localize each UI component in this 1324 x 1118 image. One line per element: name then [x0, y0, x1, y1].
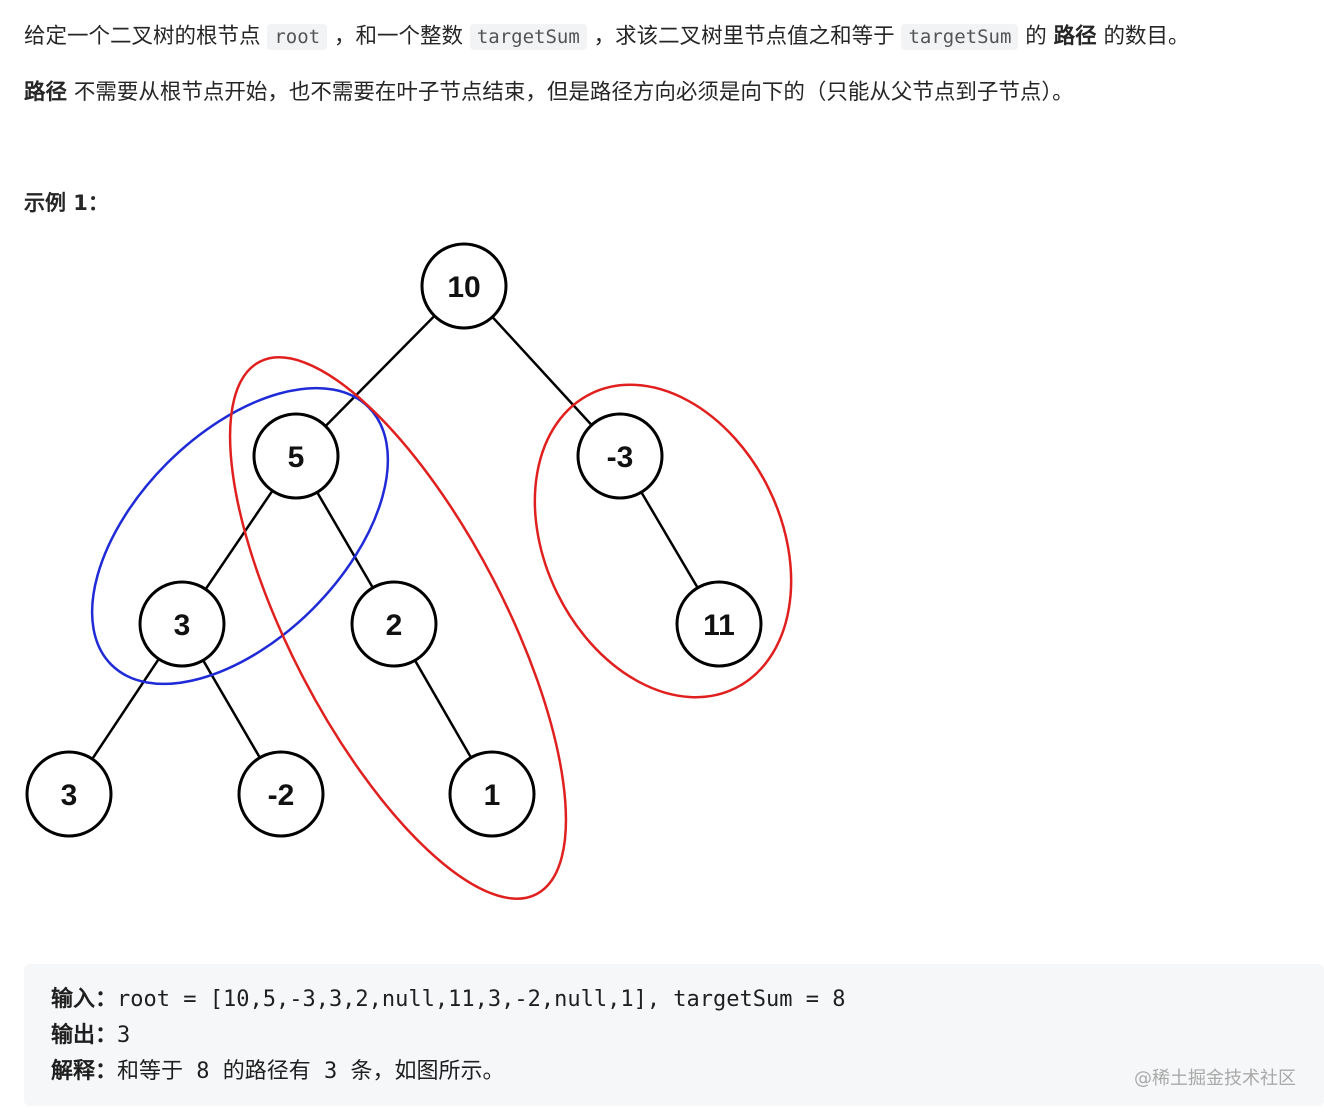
- example-explanation-line: 解释：和等于 8 的路径有 3 条，如图所示。: [51, 1059, 505, 1084]
- site-watermark: @稀土掘金技术社区: [1134, 1068, 1296, 1089]
- highlight-path-5-2-1-red: [228, 356, 568, 900]
- example-io-block: 输入：root = [10,5,-3,3,2,null,11,3,-2,null…: [24, 964, 1324, 1106]
- example-title: 示例 1：: [24, 191, 109, 215]
- svg-text:-3: -3: [607, 441, 634, 474]
- example-input-line: 输入：root = [10,5,-3,3,2,null,11,3,-2,null…: [51, 987, 846, 1012]
- highlight-path-5-3-blue: [90, 386, 390, 686]
- bold-term-path: 路径: [1053, 24, 1097, 49]
- inline-code-root: root: [267, 24, 328, 50]
- svg-text:5: 5: [288, 441, 305, 474]
- inline-code-targetsum-2: targetSum: [901, 24, 1019, 50]
- svg-text:2: 2: [386, 609, 403, 642]
- highlight-path-neg3-11-red: [533, 383, 793, 699]
- tree-node-3-left: 3: [138, 580, 226, 668]
- tree-node-neg2: -2: [237, 750, 325, 838]
- svg-text:11: 11: [703, 609, 735, 642]
- svg-text:1: 1: [484, 779, 501, 812]
- tree-node-10: 10: [420, 242, 508, 330]
- svg-text:-2: -2: [268, 779, 295, 812]
- tree-node-3-leaf: 3: [25, 750, 113, 838]
- tree-nodes: 10 5 -3 3 2 11 3 -2: [25, 242, 763, 838]
- problem-description-line-2: 路径 不需要从根节点开始，也不需要在叶子节点结束，但是路径方向必须是向下的（只能…: [24, 80, 1074, 105]
- inline-code-targetsum: targetSum: [469, 24, 587, 50]
- tree-node-5: 5: [252, 412, 340, 500]
- binary-tree-diagram: 10 5 -3 3 2 11 3 -2: [25, 242, 793, 900]
- tree-edges: [67, 285, 721, 795]
- bold-term-path-2: 路径: [24, 80, 68, 105]
- svg-text:3: 3: [61, 779, 78, 812]
- example-output-line: 输出：3: [51, 1023, 131, 1048]
- tree-node-neg3: -3: [576, 412, 664, 500]
- svg-text:3: 3: [174, 609, 191, 642]
- tree-node-11: 11: [675, 580, 763, 668]
- tree-node-2: 2: [350, 580, 438, 668]
- path-highlights: [90, 356, 793, 900]
- problem-description-line-1: 给定一个二叉树的根节点 root ，和一个整数 targetSum ，求该二叉树…: [24, 24, 1190, 50]
- svg-text:10: 10: [447, 271, 480, 304]
- tree-node-1: 1: [448, 750, 536, 838]
